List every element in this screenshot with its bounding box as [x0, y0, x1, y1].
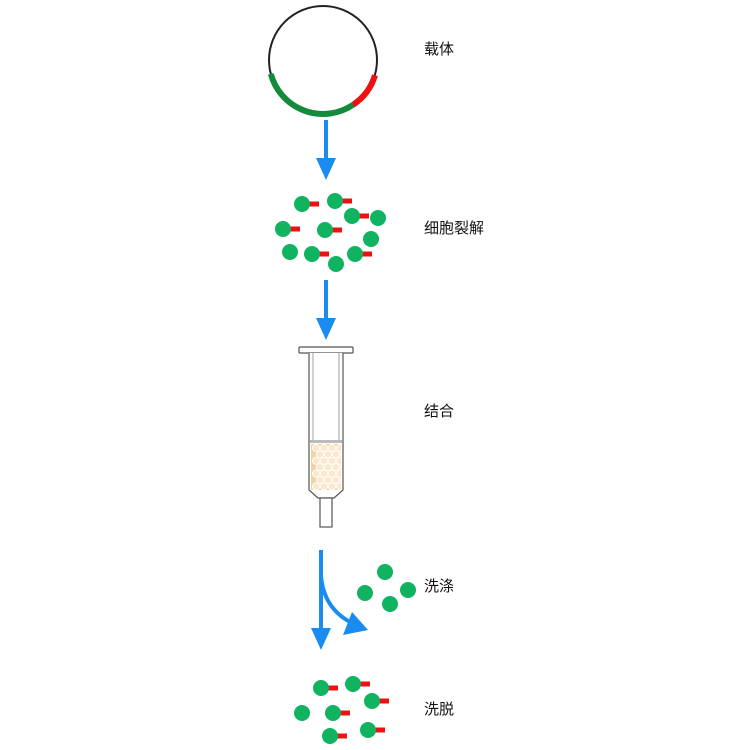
resin-bead	[335, 469, 341, 478]
tagged-protein-icon	[345, 676, 370, 692]
washed-protein-cluster-icon	[357, 564, 416, 612]
tagged-protein-icon	[304, 246, 329, 262]
untagged-protein-icon	[382, 596, 398, 612]
tagged-protein-icon	[313, 680, 338, 696]
column-tip	[319, 497, 333, 528]
tagged-protein-icon	[317, 222, 342, 238]
tagged-protein-icon	[347, 246, 372, 262]
tagged-protein-icon	[322, 728, 347, 744]
tagged-protein-icon	[344, 208, 369, 224]
step-label-vector: 载体	[424, 40, 455, 58]
resin-bead	[331, 475, 341, 485]
step-label-cell-lysis: 细胞裂解	[424, 219, 485, 237]
column-frit-top	[310, 440, 342, 443]
resin-bead	[327, 469, 337, 478]
plasmid-gene-segment	[267, 73, 355, 117]
tagged-protein-icon	[294, 196, 319, 212]
untagged-protein-icon	[363, 231, 379, 247]
resin-bead	[315, 475, 325, 485]
resin-bead	[311, 456, 321, 465]
resin-bead	[331, 450, 341, 459]
resin-bead	[323, 450, 333, 459]
resin-bead	[311, 444, 321, 453]
resin-bead	[339, 477, 341, 483]
untagged-protein-icon	[294, 705, 310, 721]
resin-bead	[335, 482, 341, 490]
resin-bead	[335, 456, 341, 465]
resin-bead	[319, 456, 329, 465]
resin-bead	[323, 463, 333, 472]
arrow-down-icon	[316, 120, 336, 180]
column-flange	[298, 346, 354, 354]
plasmid-tag-segment	[351, 74, 378, 108]
resin-bead	[327, 482, 337, 490]
resin-bead	[327, 444, 337, 453]
resin-bead	[311, 469, 321, 478]
untagged-protein-icon	[282, 244, 298, 260]
resin-bead	[315, 450, 325, 459]
untagged-protein-icon	[357, 585, 373, 601]
tagged-protein-icon	[327, 193, 352, 209]
resin-bead	[319, 469, 329, 478]
untagged-protein-icon	[370, 210, 386, 226]
resin-bead	[335, 444, 341, 453]
step-label-washing: 洗涤	[424, 577, 455, 595]
tagged-protein-icon	[360, 722, 385, 738]
resin-bead	[339, 451, 341, 458]
resin-bead	[311, 482, 321, 490]
plasmid-vector-icon	[267, 5, 378, 117]
arrow-down-icon	[316, 280, 336, 340]
tagged-protein-icon	[275, 221, 300, 237]
affinity-column-icon	[298, 346, 354, 528]
resin-bead	[323, 475, 333, 485]
eluted-protein-cluster-icon	[294, 676, 389, 744]
tagged-protein-icon	[364, 693, 389, 709]
resin-bead	[315, 463, 325, 472]
step-label-elution: 洗脱	[424, 700, 455, 718]
wash-flow-arrow-icon	[311, 550, 368, 650]
untagged-protein-icon	[400, 582, 416, 598]
resin-bead	[327, 456, 337, 465]
step-label-binding: 结合	[424, 402, 455, 420]
resin-bead	[339, 464, 341, 470]
lysate-protein-cluster-icon	[275, 193, 386, 272]
resin-beads	[311, 444, 341, 490]
untagged-protein-icon	[328, 256, 344, 272]
untagged-protein-icon	[377, 564, 393, 580]
tagged-protein-icon	[325, 705, 350, 721]
resin-bead	[319, 444, 329, 453]
resin-bead	[331, 463, 341, 472]
resin-bead	[319, 482, 329, 490]
